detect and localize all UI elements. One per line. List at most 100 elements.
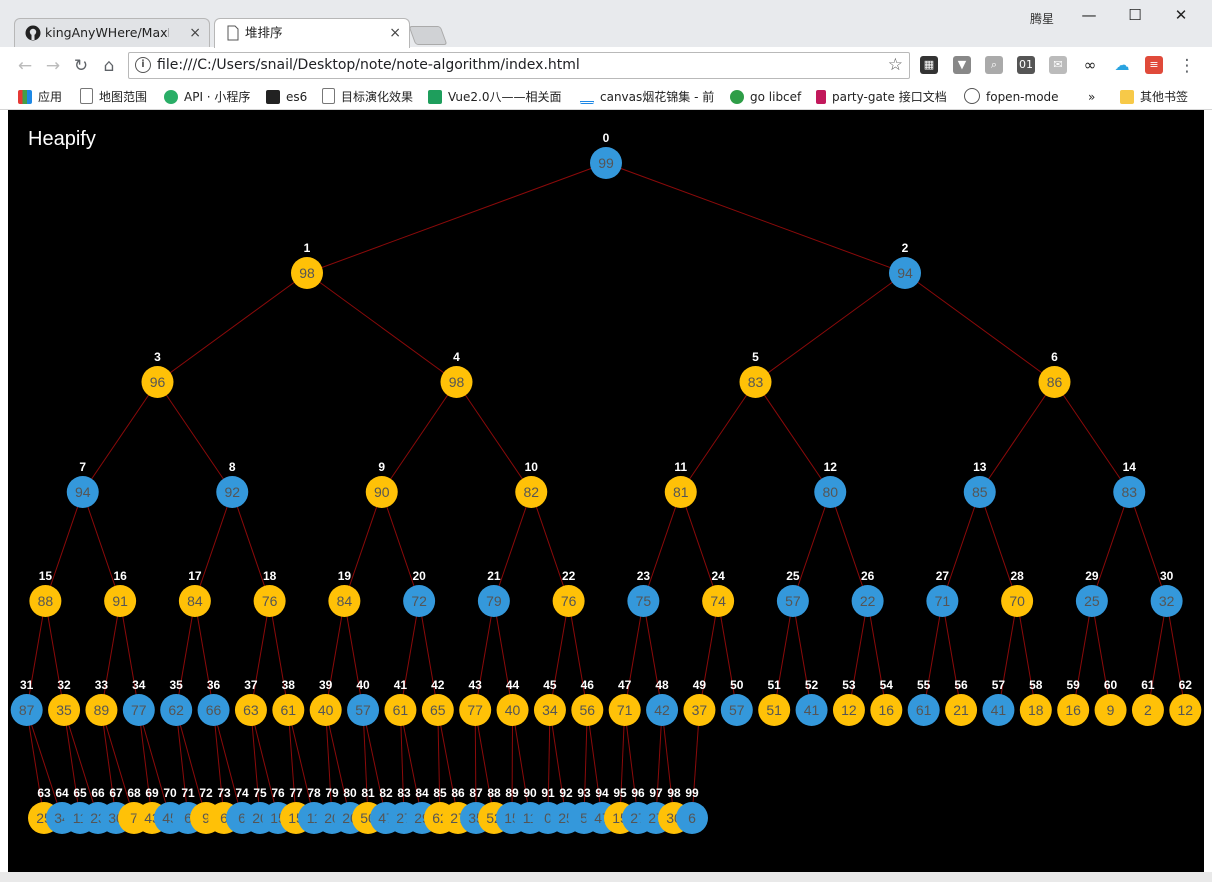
link-icon[interactable]: ∞ xyxy=(1081,56,1099,74)
page-icon xyxy=(80,88,93,104)
bookmark-star-icon[interactable]: ☆ xyxy=(887,55,903,75)
bookmark-item[interactable]: es6 xyxy=(266,88,307,106)
bookmark-item[interactable]: API · 小程序 xyxy=(164,88,250,106)
info-icon[interactable]: i xyxy=(135,57,151,73)
heap-node-index: 31 xyxy=(20,678,34,692)
menu-button[interactable]: ⋮ xyxy=(1178,56,1196,76)
heap-node-index: 24 xyxy=(711,569,725,583)
heap-node-index: 99 xyxy=(685,786,699,800)
heap-edge xyxy=(923,600,943,711)
heap-edges xyxy=(26,162,1186,819)
reload-button[interactable]: ↻ xyxy=(73,56,89,76)
heap-edge xyxy=(399,709,405,819)
mail-icon[interactable]: ✉ xyxy=(1049,56,1067,74)
heap-node-index: 52 xyxy=(805,678,819,692)
heap-node-value: 88 xyxy=(38,593,54,609)
heap-node-index: 17 xyxy=(188,569,202,583)
forward-button[interactable]: → xyxy=(45,56,61,76)
heap-node-value: 32 xyxy=(1159,593,1175,609)
heap-node-index: 58 xyxy=(1029,678,1043,692)
bookmark-item[interactable]: go libcef xyxy=(730,88,801,106)
heap-node-value: 71 xyxy=(935,593,951,609)
heap-edge xyxy=(250,600,271,711)
heap-node-value: 37 xyxy=(692,702,708,718)
heap-node-circle xyxy=(795,694,828,726)
heap-node: 583 xyxy=(739,350,772,398)
bookmark-item[interactable]: canvas烟花锦集 - 前 xyxy=(580,88,714,106)
bookmark-item[interactable]: party-gate 接口文档 xyxy=(816,88,947,106)
maximize-button[interactable]: ☐ xyxy=(1128,6,1142,24)
heap-edge xyxy=(157,272,308,383)
heap-node-index: 8 xyxy=(229,460,236,474)
bookmark-label: fopen-mode xyxy=(986,90,1059,104)
heap-node-circle xyxy=(10,694,43,726)
heap-node-value: 82 xyxy=(523,484,539,500)
heap-edge xyxy=(619,709,626,819)
tab-heapsort[interactable]: 堆排序 × xyxy=(214,18,410,48)
bookmarks-more-button[interactable]: » xyxy=(1088,90,1096,104)
new-tab-button[interactable] xyxy=(408,26,448,45)
heap-edge xyxy=(848,600,869,711)
cloud-icon[interactable]: ☁ xyxy=(1113,56,1131,74)
bookmarks-bar: 应用 地图范围 API · 小程序 es6 目标演化效果 Vue2.0八——相关… xyxy=(0,85,1212,110)
heap-node-value: 57 xyxy=(355,702,371,718)
heap-node-index: 73 xyxy=(217,786,231,800)
close-window-button[interactable]: ✕ xyxy=(1174,6,1188,24)
heap-edge xyxy=(549,600,570,711)
other-bookmarks[interactable]: 其他书签 xyxy=(1120,88,1188,106)
heap-node-index: 15 xyxy=(39,569,53,583)
tab-strip: kingAnyWHere/MaxHe × 堆排序 × 腾星 — ☐ ✕ xyxy=(0,0,1212,48)
heap-edge xyxy=(474,600,495,711)
heap-tree: 0991982943964985836867948929901082118112… xyxy=(10,131,1202,834)
bookmark-item[interactable]: 地图范围 xyxy=(80,88,147,106)
heap-node-circle xyxy=(440,366,473,398)
heap-node-circle xyxy=(122,694,155,726)
bookmark-apps[interactable]: 应用 xyxy=(18,88,62,106)
heap-node-index: 62 xyxy=(1179,678,1193,692)
qr-code-icon[interactable]: ▦ xyxy=(920,56,938,74)
heap-edge xyxy=(381,491,420,602)
heap-edge xyxy=(26,709,63,819)
heap-node-value: 62 xyxy=(168,702,184,718)
heap-node-value: 63 xyxy=(243,702,259,718)
heap-node-circle xyxy=(477,585,510,617)
minimize-button[interactable]: — xyxy=(1081,6,1097,24)
address-bar[interactable]: i file:///C:/Users/snail/Desktop/note/no… xyxy=(128,52,910,79)
close-icon[interactable]: × xyxy=(189,25,201,41)
es6-icon xyxy=(266,90,280,104)
heap-node: 099 xyxy=(590,131,622,179)
heap-node-value: 65 xyxy=(430,702,446,718)
heap-node-circle xyxy=(403,585,436,617)
heap-node-circle xyxy=(104,585,137,617)
todoist-icon[interactable]: ≡ xyxy=(1145,56,1163,74)
binary-extension-icon[interactable]: 01 xyxy=(1017,56,1035,74)
bookmark-item[interactable]: fopen-mode xyxy=(964,88,1059,106)
heap-edge xyxy=(175,709,207,819)
user-badge[interactable]: 腾星 xyxy=(1030,12,1055,26)
bookmark-item[interactable]: 目标演化效果 xyxy=(322,88,413,106)
back-button[interactable]: ← xyxy=(17,56,33,76)
heap-node-index: 1 xyxy=(304,241,311,255)
close-icon[interactable]: × xyxy=(389,25,401,41)
heap-node-index: 91 xyxy=(541,786,555,800)
heap-edge xyxy=(343,600,364,711)
search-extension-icon[interactable]: ⌕ xyxy=(985,56,1003,74)
heap-node-index: 84 xyxy=(415,786,429,800)
heap-node-value: 61 xyxy=(281,702,297,718)
bookmark-item[interactable]: Vue2.0八——相关面 xyxy=(428,88,561,106)
address-url[interactable]: file:///C:/Users/snail/Desktop/note/note… xyxy=(157,57,580,73)
heap-node-circle xyxy=(1131,694,1164,726)
segmentfault-icon xyxy=(428,90,442,104)
heap-edge xyxy=(157,381,233,493)
heap-node-index: 92 xyxy=(559,786,573,800)
apps-grid-icon xyxy=(18,90,32,104)
tab-github[interactable]: kingAnyWHere/MaxHe × xyxy=(14,18,210,47)
vue-devtools-icon[interactable]: ▼ xyxy=(953,56,971,74)
home-button[interactable]: ⌂ xyxy=(103,56,115,76)
